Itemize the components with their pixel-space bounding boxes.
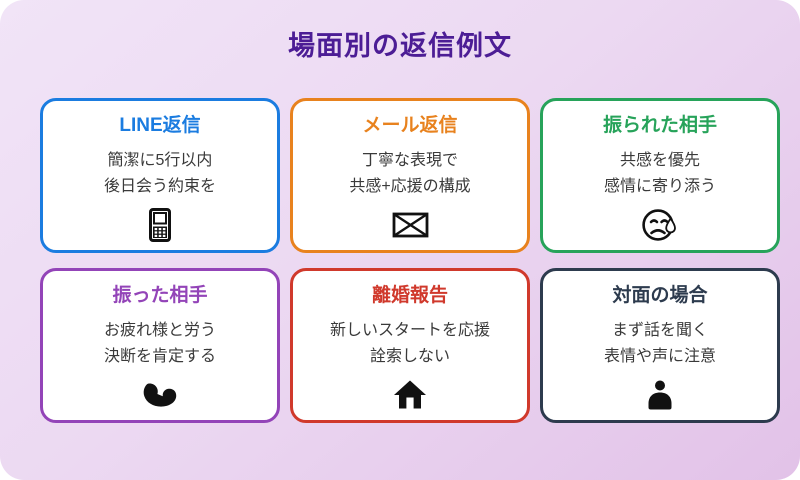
card-title: 振った相手	[112, 285, 208, 306]
card-text-line: 丁寧な表現で	[361, 151, 458, 169]
card-body: 新しいスタートを応援 詮索しない	[330, 318, 490, 370]
card-text-line: 共感を優先	[619, 151, 700, 169]
mobile-phone-icon	[149, 208, 171, 242]
card-line-reply: LINE返信 簡潔に5行以内 後日会う約束を	[40, 98, 280, 253]
card-text-line: まず話を聞く	[611, 321, 708, 339]
card-text-line: 後日会う約束を	[103, 177, 216, 195]
card-text-line: 詮索しない	[369, 347, 450, 365]
card-in-person: 対面の場合 まず話を聞く 表情や声に注意	[540, 268, 780, 423]
card-dumper-partner: 振った相手 お疲れ様と労う 決断を肯定する	[40, 268, 280, 423]
card-body: 丁寧な表現で 共感+応援の構成	[349, 148, 470, 200]
card-dumped-partner: 振られた相手 共感を優先 感情に寄り添う	[540, 98, 780, 253]
card-text-line: 感情に寄り添う	[603, 177, 716, 195]
card-body: 共感を優先 感情に寄り添う	[604, 148, 716, 200]
envelope-icon	[392, 208, 429, 242]
card-text-line: 表情や声に注意	[603, 347, 716, 365]
crying-face-icon	[641, 208, 679, 242]
card-title: メール返信	[362, 115, 458, 136]
flexed-biceps-icon	[142, 378, 179, 412]
card-text-line: 簡潔に5行以内	[107, 151, 213, 169]
card-text-line: 新しいスタートを応援	[329, 321, 490, 339]
card-mail-reply: メール返信 丁寧な表現で 共感+応援の構成	[290, 98, 530, 253]
card-body: お疲れ様と労う 決断を肯定する	[104, 318, 216, 370]
card-title: 離婚報告	[371, 285, 448, 306]
house-icon	[394, 378, 426, 412]
card-grid: LINE返信 簡潔に5行以内 後日会う約束を	[40, 98, 780, 423]
card-text-line: 決断を肯定する	[103, 347, 216, 365]
card-text-line: お疲れ様と労う	[103, 321, 216, 339]
card-body: 簡潔に5行以内 後日会う約束を	[104, 148, 216, 200]
card-body: まず話を聞く 表情や声に注意	[604, 318, 716, 370]
page-title: 場面別の返信例文	[288, 31, 512, 61]
card-title: LINE返信	[119, 115, 201, 136]
person-icon	[645, 378, 675, 412]
card-title: 対面の場合	[612, 285, 708, 306]
card-divorce-report: 離婚報告 新しいスタートを応援 詮索しない	[290, 268, 530, 423]
card-title: 振られた相手	[602, 115, 717, 136]
card-text-line: 共感+応援の構成	[349, 177, 471, 195]
